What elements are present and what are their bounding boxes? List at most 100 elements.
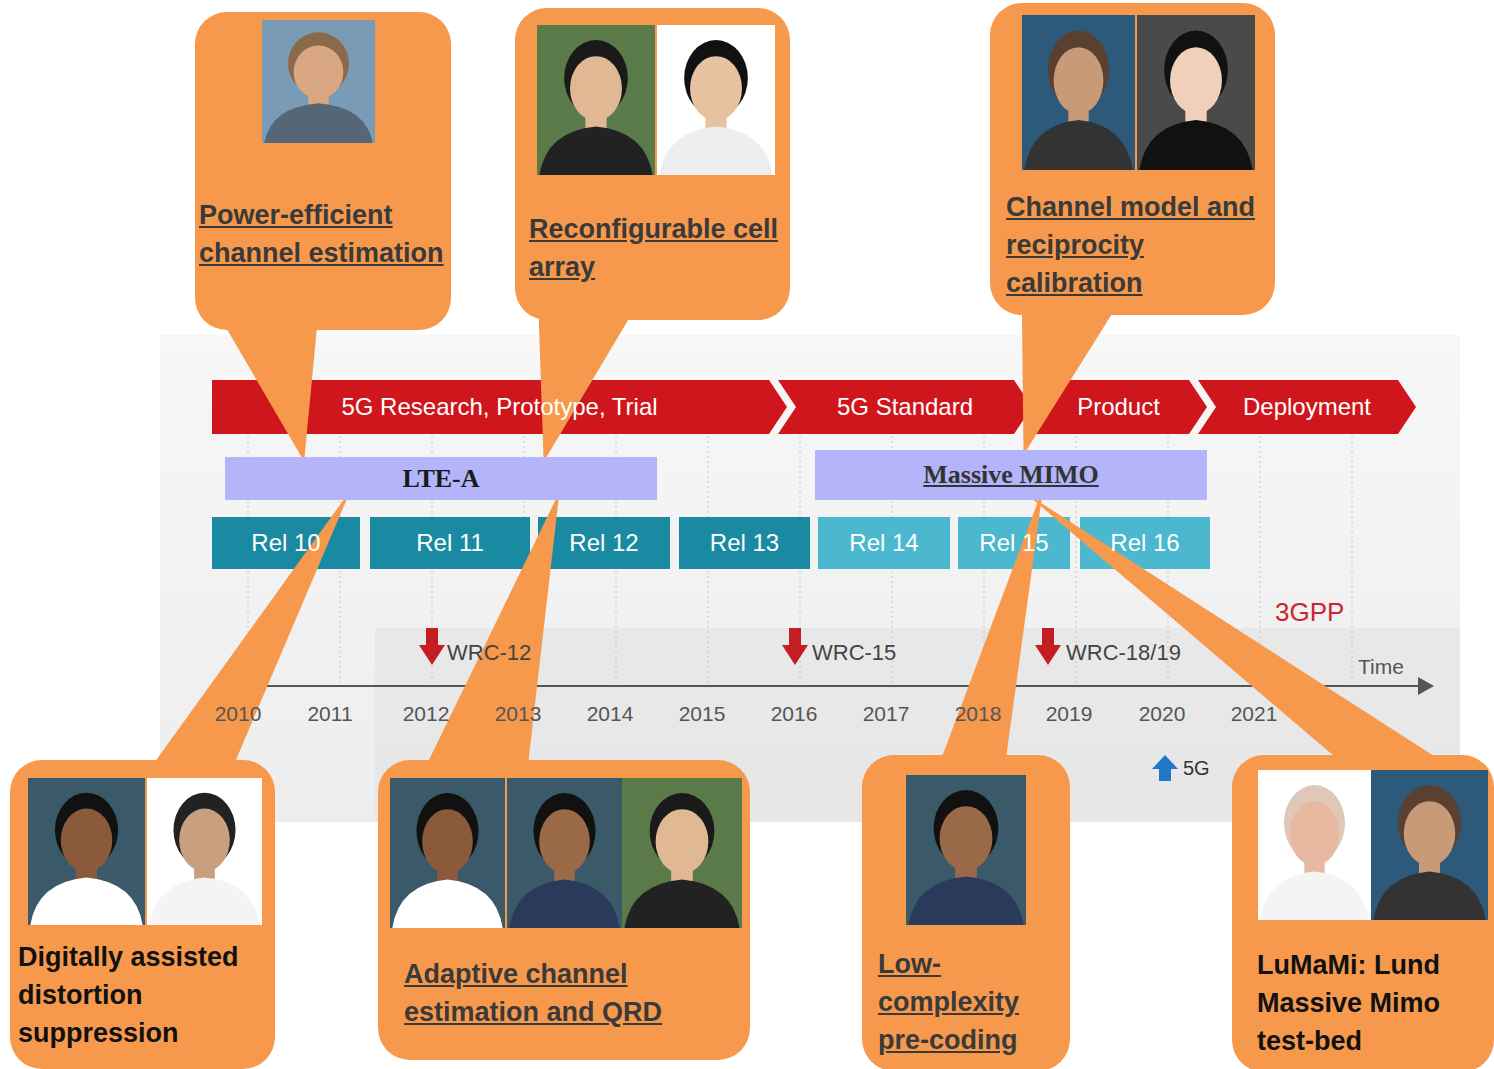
wrc-arrow [782,628,808,665]
callout-text: Digitally assisted distortion suppressio… [18,939,273,1052]
portrait-image [390,778,505,928]
year-label: 2017 [863,702,910,726]
portrait [390,778,505,928]
callout-box: Channel model and reciprocity calibratio… [990,3,1275,315]
portrait [262,20,375,143]
5g-arrow [1152,755,1178,781]
callout-box: Low-complexity pre-coding [862,755,1070,1069]
box-label: 5G Research, Prototype, Trial [341,393,657,421]
callout-text: Low-complexity pre-coding [878,946,1050,1059]
conference-label: WRC-18/19 [1066,640,1181,666]
release-box: Rel 14 [818,517,950,569]
chevron-outline [1198,380,1416,434]
portrait-image [1022,15,1135,170]
portrait [537,25,655,175]
box-label: Rel 11 [416,529,484,557]
portrait-image [537,25,655,175]
callout-box: LuMaMi: Lund Massive Mimo test-bed [1232,755,1494,1069]
box-label: Rel 12 [569,529,638,557]
callout-pointer [1034,500,1434,756]
release-box: Rel 10 [212,517,360,569]
year-label: 2019 [1046,702,1093,726]
portrait-image [906,775,1026,925]
callout-text: Power-efficient channel estimation [199,197,445,273]
conference-label: WRC-12 [447,640,531,666]
conference-label: WRC-15 [812,640,896,666]
box-label: Rel 14 [849,529,918,557]
wrc-arrow [1035,628,1061,665]
grid-line [1260,436,1261,686]
portrait [1371,770,1488,920]
portrait-image [507,778,622,928]
portrait [28,778,145,925]
release-box: Rel 11 [370,517,530,569]
callout-text: Reconfigurable cell array [529,211,784,287]
wrc-arrow [419,628,445,665]
portrait-image [28,778,145,925]
portrait [1022,15,1135,170]
phase-chevron: Product [1030,380,1207,434]
callout-box: Digitally assisted distortion suppressio… [10,760,275,1069]
box-label: 5G Standard [837,393,973,421]
time-axis [212,685,1420,687]
portrait [1137,15,1255,170]
year-label: 2021 [1231,702,1278,726]
portrait [657,25,775,175]
phase-chevron: 5G Research, Prototype, Trial [212,380,787,434]
portrait-image [622,778,742,928]
portrait [906,775,1026,925]
chart-panel [160,335,1460,822]
chevron-outline [778,380,1032,434]
box-label: Product [1077,393,1160,421]
standards-body-label: 3GPP [1275,597,1344,628]
callout-text: Channel model and reciprocity calibratio… [1006,189,1270,302]
year-label: 2015 [679,702,726,726]
portrait [507,778,622,928]
box-label: Deployment [1243,393,1371,421]
year-label: 2020 [1139,702,1186,726]
grid-line [1352,436,1353,686]
box-label: Massive MIMO [923,460,1098,490]
portrait-image [1371,770,1488,920]
portrait [1258,770,1371,920]
year-label: 2011 [307,702,352,726]
box-label: Rel 13 [710,529,779,557]
year-label: 2014 [587,702,634,726]
phase-chevron: 5G Standard [778,380,1032,434]
box-label: LTE-A [402,464,479,494]
callout-box: Power-efficient channel estimation [195,12,451,330]
callout-box: Reconfigurable cell array [515,8,790,320]
phase-chevron: Deployment [1198,380,1416,434]
portrait [622,778,742,928]
release-box: Rel 15 [958,517,1070,569]
chevron-outline [1030,380,1207,434]
year-label: 2012 [403,702,450,726]
box-label: Rel 15 [979,529,1048,557]
box-label: Rel 16 [1110,529,1179,557]
release-box: Rel 16 [1080,517,1210,569]
box-label: Rel 10 [251,529,320,557]
axis-title: Time [1358,655,1404,679]
milestone-label: 5G [1183,757,1210,780]
portrait-image [657,25,775,175]
technology-bar: LTE-A [225,457,657,500]
portrait-image [147,778,262,925]
portrait [147,778,262,925]
release-box: Rel 12 [538,517,670,569]
year-label: 2018 [955,702,1002,726]
grid-lines [248,436,1352,686]
portrait-image [262,20,375,143]
technology-bar: Massive MIMO [815,450,1207,500]
release-box: Rel 13 [679,517,810,569]
callout-box: Adaptive channel estimation and QRD [378,760,750,1060]
year-label: 2013 [495,702,542,726]
callout-text: Adaptive channel estimation and QRD [404,956,740,1032]
year-label: 2010 [215,702,262,726]
chevron-outline [212,380,787,434]
year-label: 2016 [771,702,818,726]
callout-text: LuMaMi: Lund Massive Mimo test-bed [1257,947,1489,1060]
portrait-image [1137,15,1255,170]
axis-arrowhead [1418,677,1434,695]
portrait-image [1258,770,1371,920]
